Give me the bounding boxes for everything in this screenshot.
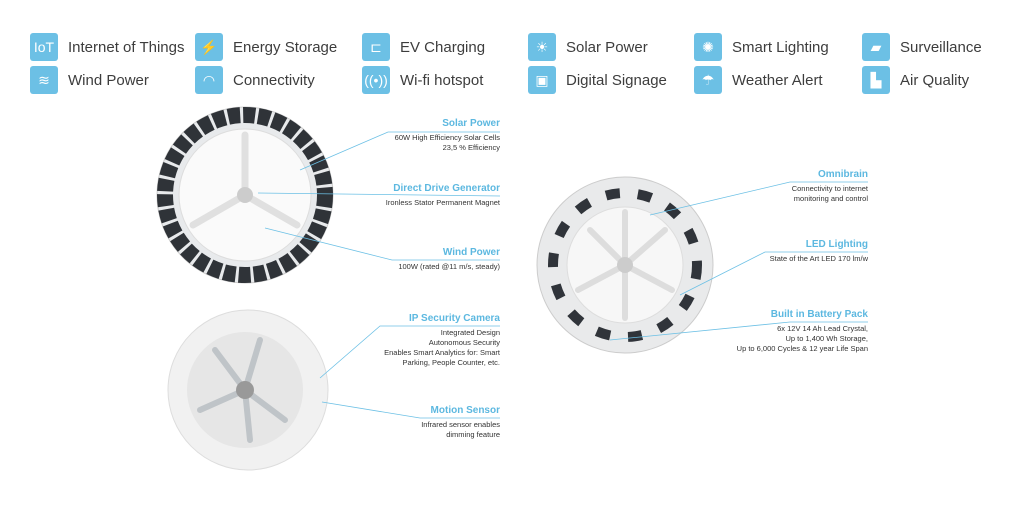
callout-title: Direct Drive Generator — [393, 183, 500, 194]
feature-item: ▙ Air Quality — [862, 66, 969, 94]
callout: Wind Power 100W (rated @11 m/s, steady) — [398, 248, 500, 272]
feature-label: Weather Alert — [732, 71, 823, 89]
callout-line: Up to 1,400 Wh Storage, — [785, 334, 868, 343]
wind-icon: ≋ — [30, 66, 58, 94]
feature-label: Surveillance — [900, 38, 982, 56]
turbine-solar-view — [156, 106, 334, 284]
turbine-back-view — [167, 309, 329, 471]
callout-line: Parking, People Counter, etc. — [402, 358, 500, 367]
callout-line: 23,5 % Efficiency — [442, 143, 500, 152]
feature-item: ◠ Connectivity — [195, 66, 315, 94]
signage-icon: ▣ — [528, 66, 556, 94]
feature-label: Wind Power — [68, 71, 149, 89]
camera-icon: ▰ — [862, 33, 890, 61]
callout: Solar Power 60W High Efficiency Solar Cel… — [395, 119, 500, 153]
callout-line: 6x 12V 14 Ah Lead Crystal, — [777, 324, 868, 333]
feature-item: ⊏ EV Charging — [362, 33, 485, 61]
wifi-icon: ◠ — [195, 66, 223, 94]
feature-item: ✺ Smart Lighting — [694, 33, 829, 61]
hotspot-icon: ((•)) — [362, 66, 390, 94]
callout-title: Built in Battery Pack — [770, 309, 868, 320]
feature-label: Wi-fi hotspot — [400, 71, 484, 89]
callout-title: Motion Sensor — [430, 405, 500, 416]
callout-line: monitoring and control — [793, 194, 868, 203]
callout-line: 60W High Efficiency Solar Cells — [394, 133, 500, 142]
callout-title: LED Lighting — [805, 239, 868, 250]
feature-item: ☂ Weather Alert — [694, 66, 823, 94]
feature-label: Internet of Things — [68, 38, 185, 56]
callout-title: Omnibrain — [817, 169, 868, 180]
feature-label: Smart Lighting — [732, 38, 829, 56]
feature-label: Connectivity — [233, 71, 315, 89]
bulb-icon: ✺ — [694, 33, 722, 61]
callout-title: IP Security Camera — [409, 313, 500, 324]
iot-icon: IoT — [30, 33, 58, 61]
callout-line: Ironless Stator Permanent Magnet — [385, 198, 500, 207]
feature-item: ☀ Solar Power — [528, 33, 648, 61]
sun-icon: ☀ — [528, 33, 556, 61]
callout-line: Connectivity to internet — [791, 184, 868, 193]
callout-title: Wind Power — [442, 247, 500, 258]
callout-line: 100W (rated @11 m/s, steady) — [398, 262, 500, 271]
feature-label: Air Quality — [900, 71, 970, 89]
callout-lines — [257, 131, 868, 419]
callout-line: State of the Art LED 170 lm/w — [769, 254, 868, 263]
callout: Built in Battery Pack 6x 12V 14 Ah Lead C… — [737, 310, 868, 354]
callout-line: dimming feature — [446, 430, 500, 439]
callout-line: Up to 6,000 Cycles & 12 year Life Span — [736, 344, 868, 353]
turbine-battery-view — [536, 176, 714, 354]
umbrella-icon: ☂ — [694, 66, 722, 94]
feature-item: ▣ Digital Signage — [528, 66, 667, 94]
feature-label: Solar Power — [566, 38, 648, 56]
callout-line: Enables Smart Analytics for: Smart — [384, 348, 500, 357]
ev-plug-icon: ⊏ — [362, 33, 390, 61]
callout-line: Infrared sensor enables — [421, 420, 500, 429]
feature-label: EV Charging — [400, 38, 486, 56]
feature-label: Digital Signage — [566, 71, 667, 89]
callout-line: Autonomous Security — [428, 338, 500, 347]
feature-item: ≋ Wind Power — [30, 66, 149, 94]
callout-title: Solar Power — [442, 118, 500, 129]
feature-item: ⚡ Energy Storage — [195, 33, 337, 61]
feature-item: ((•)) Wi-fi hotspot — [362, 66, 483, 94]
feature-item: IoT Internet of Things — [30, 33, 184, 61]
feature-label: Energy Storage — [233, 38, 338, 56]
callout-line: Integrated Design — [440, 328, 500, 337]
factory-icon: ▙ — [862, 66, 890, 94]
lightning-icon: ⚡ — [195, 33, 223, 61]
feature-item: ▰ Surveillance — [862, 33, 982, 61]
